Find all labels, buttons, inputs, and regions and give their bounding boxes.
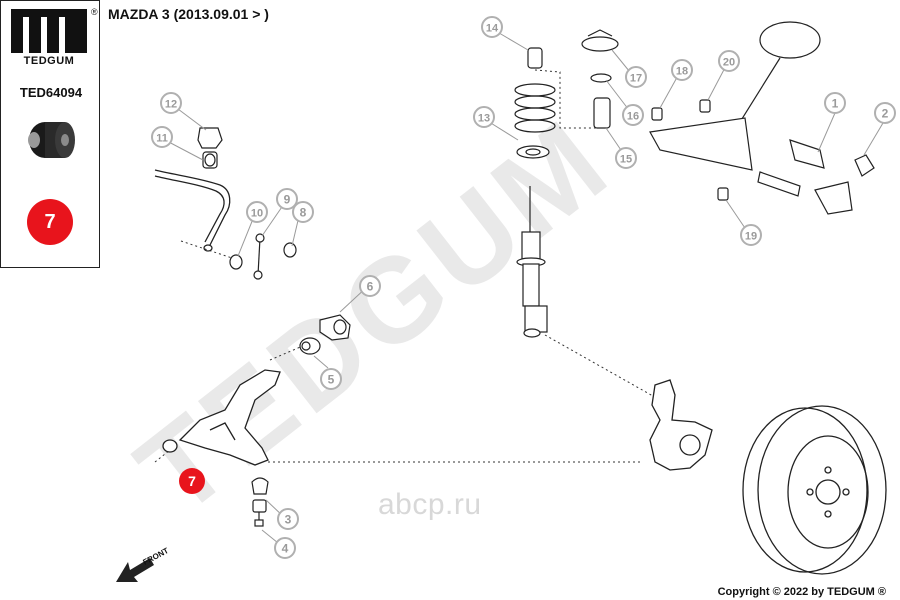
steering-rack xyxy=(649,21,875,215)
strut-assembly xyxy=(516,186,548,338)
tedgum-logo: ® TEDGUM xyxy=(11,7,98,67)
callout-19: 19 xyxy=(740,224,762,246)
callout-12: 12 xyxy=(160,92,182,114)
logo-mark xyxy=(11,9,87,53)
callout-16: 16 xyxy=(622,104,644,126)
svg-text:1: 1 xyxy=(832,97,839,111)
callout-3: 3 xyxy=(277,508,299,530)
callout-20: 20 xyxy=(718,50,740,72)
stabilizer-bar xyxy=(154,169,231,252)
svg-text:12: 12 xyxy=(165,99,177,111)
registered-mark: ® xyxy=(91,7,98,17)
svg-text:18: 18 xyxy=(676,66,688,78)
stabilizer-link-parts xyxy=(229,233,297,280)
callout-5: 5 xyxy=(320,368,342,390)
svg-text:17: 17 xyxy=(630,73,642,85)
svg-text:14: 14 xyxy=(486,23,499,35)
svg-text:2: 2 xyxy=(882,107,889,121)
callout-18: 18 xyxy=(671,59,693,81)
callout-15: 15 xyxy=(615,147,637,169)
svg-text:15: 15 xyxy=(620,154,632,166)
svg-text:13: 13 xyxy=(478,113,490,125)
strut-mount-parts xyxy=(581,29,619,129)
lower-control-arm xyxy=(162,369,281,466)
svg-text:8: 8 xyxy=(300,206,307,220)
callout-11: 11 xyxy=(151,126,173,148)
svg-text:20: 20 xyxy=(723,57,735,69)
vehicle-title: MAZDA 3 (2013.09.01 > ) xyxy=(108,6,269,22)
svg-text:7: 7 xyxy=(188,473,196,489)
callout-4: 4 xyxy=(274,537,296,559)
svg-text:19: 19 xyxy=(745,231,757,243)
bushing-photo xyxy=(28,122,75,158)
callout-badges: 1 2 3 4 5 6 7 8 9 10 11 12 13 14 15 16 1… xyxy=(151,16,896,559)
steering-knuckle xyxy=(649,379,713,471)
svg-text:16: 16 xyxy=(627,111,639,123)
part-info-panel: ® TEDGUM TED64094 7 xyxy=(0,0,100,268)
callout-10: 10 xyxy=(246,201,268,223)
ball-joint-parts xyxy=(251,477,269,527)
svg-text:9: 9 xyxy=(284,193,291,207)
front-arrow-icon xyxy=(116,558,154,582)
svg-text:6: 6 xyxy=(367,280,374,294)
coil-spring xyxy=(514,47,556,159)
stabilizer-bushing-parts xyxy=(197,127,223,169)
arm-bushings xyxy=(299,314,351,355)
callout-2: 2 xyxy=(874,102,896,124)
svg-text:4: 4 xyxy=(282,542,289,556)
callout-9: 9 xyxy=(276,188,298,210)
callout-7: 7 xyxy=(179,468,205,494)
svg-text:3: 3 xyxy=(285,513,292,527)
callout-17: 17 xyxy=(625,66,647,88)
callout-13: 13 xyxy=(473,106,495,128)
abcp-watermark: аbcp.ru xyxy=(378,488,482,521)
logo-text: TEDGUM xyxy=(23,55,75,67)
svg-text:11: 11 xyxy=(156,133,168,145)
callout-14: 14 xyxy=(481,16,503,38)
highlight-badge: 7 xyxy=(27,199,73,245)
callout-1: 1 xyxy=(824,92,846,114)
wheel-and-tire xyxy=(742,405,887,575)
part-number: TED64094 xyxy=(19,85,83,100)
copyright-notice: Copyright © 2022 by TEDGUM ® xyxy=(717,586,886,598)
callout-8: 8 xyxy=(292,201,314,223)
svg-text:10: 10 xyxy=(251,208,263,220)
svg-text:5: 5 xyxy=(328,373,335,387)
callout-6: 6 xyxy=(359,275,381,297)
